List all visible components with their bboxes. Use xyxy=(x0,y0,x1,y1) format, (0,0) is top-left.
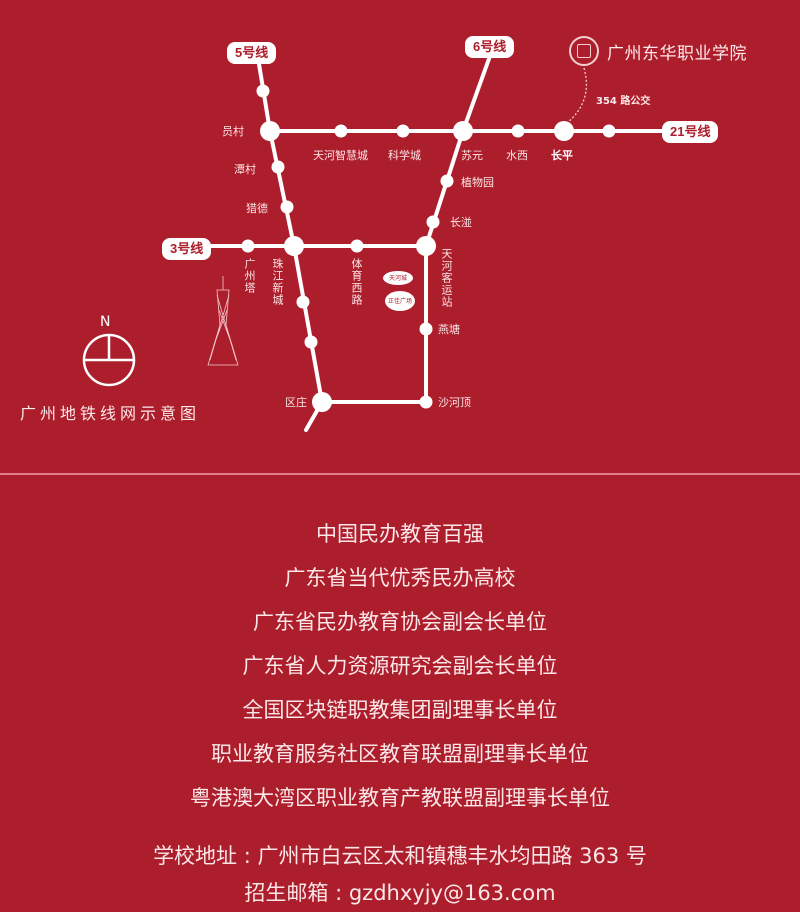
contact-info: 学校地址 : 广州市白云区太和镇穗丰水均田路 363 号 招生邮箱 : gzdh… xyxy=(0,838,800,912)
station-label: 员村 xyxy=(222,125,244,138)
line-badge: 21号线 xyxy=(662,121,719,143)
divider xyxy=(0,473,800,475)
station-dot xyxy=(416,236,436,256)
station-dot xyxy=(453,121,473,141)
station-dot xyxy=(260,121,280,141)
station-label: 猎德 xyxy=(246,202,268,215)
station-dot xyxy=(440,174,454,188)
line-badge: 5号线 xyxy=(227,42,277,64)
station-label: 沙河顶 xyxy=(438,396,471,409)
honor-item: 职业教育服务社区教育联盟副理事长单位 xyxy=(211,742,589,766)
station-dot xyxy=(304,335,318,349)
station-dot xyxy=(296,295,310,309)
station-dot xyxy=(426,215,440,229)
canton-tower-icon xyxy=(207,276,239,366)
metro-map: 5号线 6号线 21号线 3号线 天河城正佳广场 员村天河智慧城 科学城 苏元 水西 长平潭村猎… xyxy=(20,36,747,432)
station-dot xyxy=(396,124,410,138)
metro-lines xyxy=(82,54,667,432)
station-dot xyxy=(271,160,285,174)
station-label: 燕塘 xyxy=(438,323,460,336)
station-dot xyxy=(602,124,616,138)
station-label: 长湴 xyxy=(450,216,472,229)
station-dot xyxy=(241,239,255,253)
school-address: 学校地址 : 广州市白云区太和镇穗丰水均田路 363 号 xyxy=(153,844,647,868)
station-dot xyxy=(334,124,348,138)
station-label: 水西 xyxy=(506,149,528,162)
honor-item: 广东省当代优秀民办高校 xyxy=(284,566,516,590)
bus-route-label: 354 路公交 xyxy=(596,96,651,107)
station-label: 体育西路 xyxy=(350,258,363,306)
station-label: 区庄 xyxy=(285,396,307,409)
station-dot xyxy=(554,121,574,141)
station-label: 长平 xyxy=(551,149,573,162)
honor-item: 全国区块链职教集团副理事长单位 xyxy=(242,698,558,722)
honor-item: 粤港澳大湾区职业教育产教联盟副理事长单位 xyxy=(190,786,610,810)
line-badge: 3号线 xyxy=(162,238,212,260)
landmark-label: 正佳广场 xyxy=(385,291,415,311)
station-label: 科学城 xyxy=(388,149,421,162)
station-label: 潭村 xyxy=(234,163,256,176)
honor-item: 广东省民办教育协会副会长单位 xyxy=(253,610,547,634)
map-title: 广州地铁线网示意图 xyxy=(20,404,201,423)
honor-item: 中国民办教育百强 xyxy=(316,522,484,546)
station-label: 珠江新城 xyxy=(271,258,284,306)
school-brand: 广州东华职业学院 xyxy=(569,36,747,66)
station-dot xyxy=(350,239,364,253)
station-dot xyxy=(284,236,304,256)
station-dot xyxy=(511,124,525,138)
school-logo-icon xyxy=(569,36,599,66)
school-name: 广州东华职业学院 xyxy=(607,43,747,64)
station-dot xyxy=(312,392,332,412)
station-label: 天河智慧城 xyxy=(313,149,368,162)
station-dot xyxy=(256,84,270,98)
compass-icon xyxy=(82,333,136,387)
station-dot xyxy=(419,395,433,409)
station-label: 苏元 xyxy=(461,149,483,162)
landmark-label: 天河城 xyxy=(383,271,413,285)
compass-north-label: N xyxy=(100,314,111,330)
station-dot xyxy=(419,322,433,336)
station-dot xyxy=(280,200,294,214)
station-label: 天河客运站 xyxy=(440,248,453,308)
honor-item: 广东省人力资源研究会副会长单位 xyxy=(242,654,558,678)
honors-list: 中国民办教育百强 广东省当代优秀民办高校 广东省民办教育协会副会长单位 广东省人… xyxy=(0,512,800,820)
admission-email[interactable]: 招生邮箱 : gzdhxyjy@163.com xyxy=(244,881,556,905)
station-label: 广州塔 xyxy=(243,258,256,294)
station-label: 植物园 xyxy=(461,176,494,189)
line-badge: 6号线 xyxy=(465,36,515,58)
